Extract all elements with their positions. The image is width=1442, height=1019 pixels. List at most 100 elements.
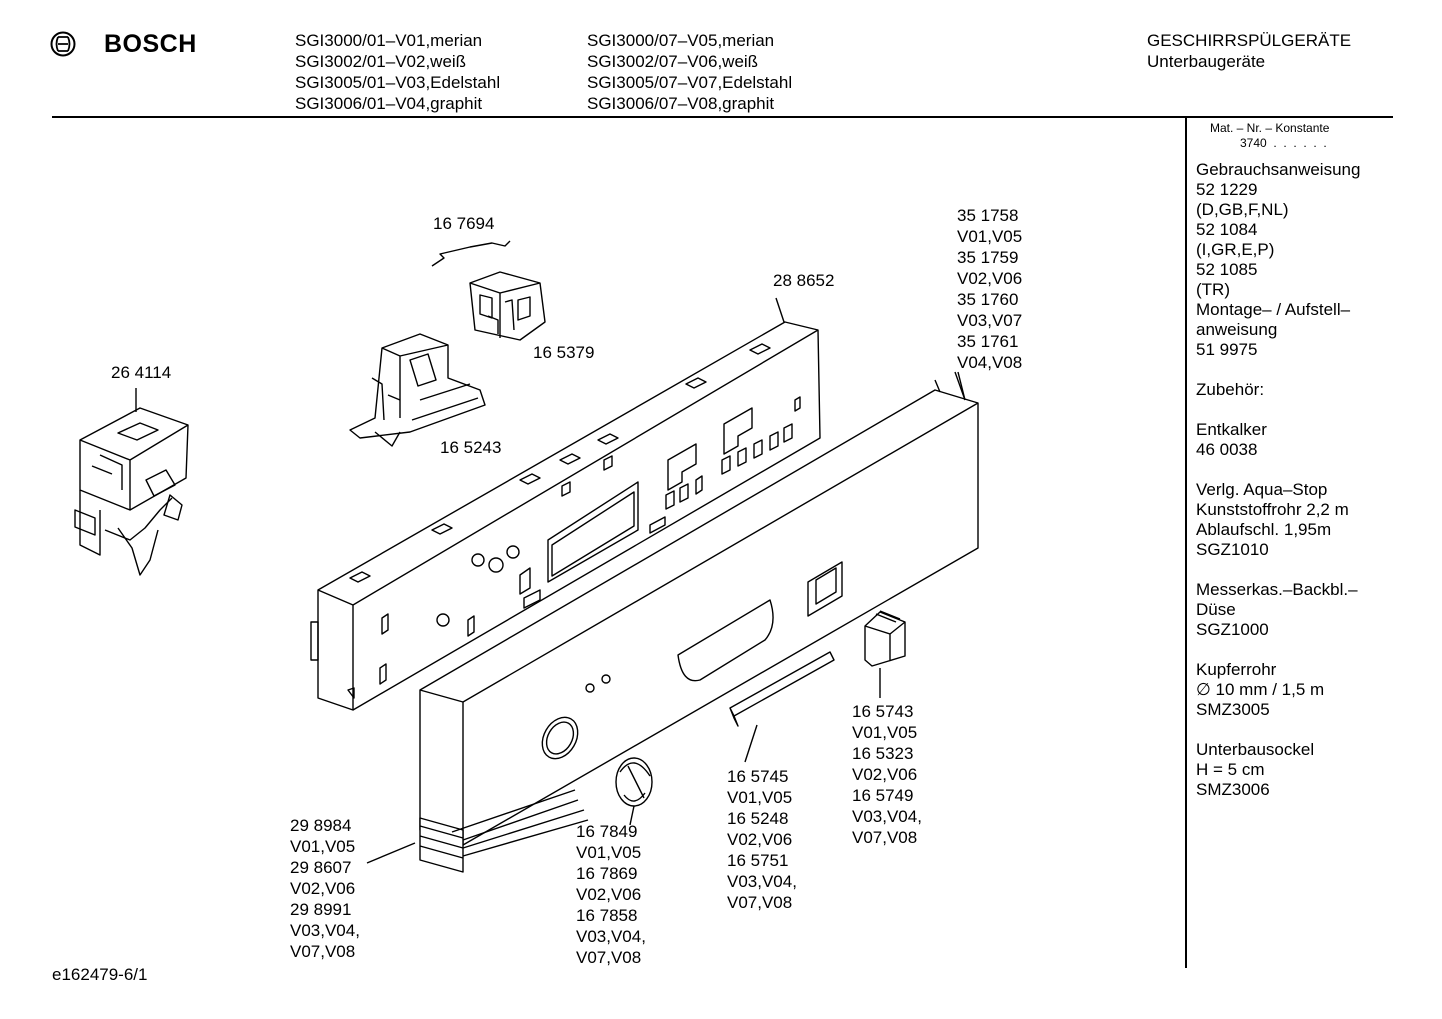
part-label-264114: 26 4114: [111, 363, 172, 382]
part-label-167694: 16 7694: [433, 214, 495, 233]
part-number: 35 1760: [957, 290, 1019, 309]
control-module-264114: [74, 388, 189, 576]
part-number: 16 7869: [576, 864, 638, 883]
variant: V02,V06: [727, 830, 793, 849]
brand-name: BOSCH: [104, 30, 197, 58]
variant: V01,V05: [576, 843, 642, 862]
sidebar-line: Kupferrohr: [1196, 660, 1277, 679]
variant: V07,V08: [576, 948, 642, 967]
category-title: GESCHIRRSPÜLGERÄTE: [1147, 31, 1352, 50]
variant: V03,V04,: [852, 807, 922, 826]
sidebar-line: (TR): [1196, 280, 1230, 299]
variant: V01,V05: [727, 788, 793, 807]
part-number: 29 8607: [290, 858, 352, 877]
sidebar-line: SMZ3006: [1196, 780, 1270, 799]
model-item: SGI3002/01–V02,weiß: [295, 52, 467, 71]
sidebar-line: Zubehör:: [1196, 380, 1265, 399]
sidebar-line: Ablaufschl. 1,95m: [1196, 520, 1332, 539]
model-item: SGI3005/07–V07,Edelstahl: [587, 73, 793, 92]
model-list-1: SGI3000/01–V01,merian SGI3002/01–V02,wei…: [295, 30, 500, 114]
part-number: 35 1759: [957, 248, 1019, 267]
variant: V03,V04,: [727, 872, 797, 891]
part-number: 16 7849: [576, 822, 638, 841]
sidebar-line: 52 1085: [1196, 260, 1258, 279]
sidebar-line: Unterbausockel: [1196, 740, 1315, 759]
switch-housing-165379: [469, 271, 546, 341]
part-label-351758: 35 1758 V01,V05 35 1759 V02,V06 35 1760 …: [957, 205, 1022, 373]
part-number: 35 1758: [957, 206, 1019, 225]
variant: V01,V05: [852, 723, 918, 742]
part-number: 16 5248: [727, 809, 789, 828]
sidebar-line: Verlg. Aqua–Stop: [1196, 480, 1328, 499]
model-item: SGI3002/07–V06,weiß: [587, 52, 759, 71]
part-label-165745: 16 5745 V01,V05 16 5248 V02,V06 16 5751 …: [727, 766, 797, 913]
part-label-298984: 29 8984 V01,V05 29 8607 V02,V06 29 8991 …: [290, 815, 360, 962]
part-label-167849: 16 7849 V01,V05 16 7869 V02,V06 16 7858 …: [576, 821, 646, 968]
variant: V02,V06: [852, 765, 918, 784]
sidebar-line: SMZ3005: [1196, 700, 1270, 719]
rear-panel-288652: [310, 321, 821, 711]
variant: V07,V08: [852, 828, 918, 847]
model-item: SGI3000/07–V05,merian: [587, 31, 775, 50]
sidebar-parts-list: Gebrauchsanweisung 52 1229 (D,GB,F,NL) 5…: [1196, 160, 1360, 800]
variant: V04,V08: [957, 353, 1023, 372]
category-block: GESCHIRRSPÜLGERÄTE Unterbaugeräte: [1147, 30, 1351, 72]
sidebar-line: 52 1084: [1196, 220, 1258, 239]
part-label-165243: 16 5243: [440, 438, 502, 457]
part-number: 29 8991: [290, 900, 352, 919]
document-code: e162479-6/1: [52, 965, 148, 984]
sidebar-line: Messerkas.–Backbl.–: [1196, 580, 1358, 599]
bosch-logo-icon: [50, 31, 76, 57]
sidebar-line: (D,GB,F,NL): [1196, 200, 1289, 219]
part-number: 16 5749: [852, 786, 914, 805]
variant: V02,V06: [576, 885, 642, 904]
sidebar-line: [1196, 640, 1360, 660]
sidebar-line: SGZ1010: [1196, 540, 1269, 559]
part-number: 16 5743: [852, 702, 914, 721]
sidebar-line: [1196, 720, 1360, 740]
button-cap-165743: [864, 610, 906, 698]
part-number: 16 5323: [852, 744, 914, 763]
sidebar-line: Gebrauchsanweisung: [1196, 160, 1361, 179]
part-number: 35 1761: [957, 332, 1019, 351]
sidebar-line: ∅ 10 mm / 1,5 m: [1196, 680, 1325, 699]
variant: V03,V04,: [576, 927, 646, 946]
variant: V03,V04,: [290, 921, 360, 940]
sidebar-line: [1196, 360, 1360, 380]
sidebar-line: 52 1229: [1196, 180, 1258, 199]
sidebar-line: Montage– / Aufstell–: [1196, 300, 1351, 319]
variant: V03,V07: [957, 311, 1023, 330]
sidebar-line: [1196, 400, 1360, 420]
base-strip-298984: [366, 789, 589, 873]
sidebar-line: H = 5 cm: [1196, 760, 1265, 779]
model-item: SGI3006/07–V08,graphit: [587, 94, 775, 113]
part-number: 16 5745: [727, 767, 789, 786]
variant: V07,V08: [727, 893, 793, 912]
sidebar-line: anweisung: [1196, 320, 1278, 339]
model-list-2: SGI3000/07–V05,merian SGI3002/07–V06,wei…: [587, 30, 792, 114]
knob-167849: [615, 757, 653, 826]
part-number: 16 5751: [727, 851, 789, 870]
model-item: SGI3006/01–V04,graphit: [295, 94, 483, 113]
wire-clip-167694: [431, 240, 511, 267]
variant: V02,V06: [957, 269, 1023, 288]
sidebar-line: 46 0038: [1196, 440, 1258, 459]
sidebar-line: Düse: [1196, 600, 1236, 619]
rail-165745: [729, 651, 835, 763]
mat-number-value: 3740 . . . . . .: [1240, 136, 1327, 150]
variant: V02,V06: [290, 879, 356, 898]
model-item: SGI3000/01–V01,merian: [295, 31, 483, 50]
part-label-288652: 28 8652: [773, 271, 835, 290]
sidebar-line: [1196, 460, 1360, 480]
sidebar-line: Kunststoffrohr 2,2 m: [1196, 500, 1349, 519]
mat-number-label: Mat. – Nr. – Konstante: [1210, 121, 1330, 135]
sidebar-line: 51 9975: [1196, 340, 1258, 359]
sidebar-line: SGZ1000: [1196, 620, 1269, 639]
model-item: SGI3005/01–V03,Edelstahl: [295, 73, 501, 92]
variant: V07,V08: [290, 942, 356, 961]
part-label-165743: 16 5743 V01,V05 16 5323 V02,V06 16 5749 …: [852, 701, 922, 848]
part-number: 29 8984: [290, 816, 352, 835]
sidebar-line: [1196, 560, 1360, 580]
variant: V01,V05: [957, 227, 1023, 246]
